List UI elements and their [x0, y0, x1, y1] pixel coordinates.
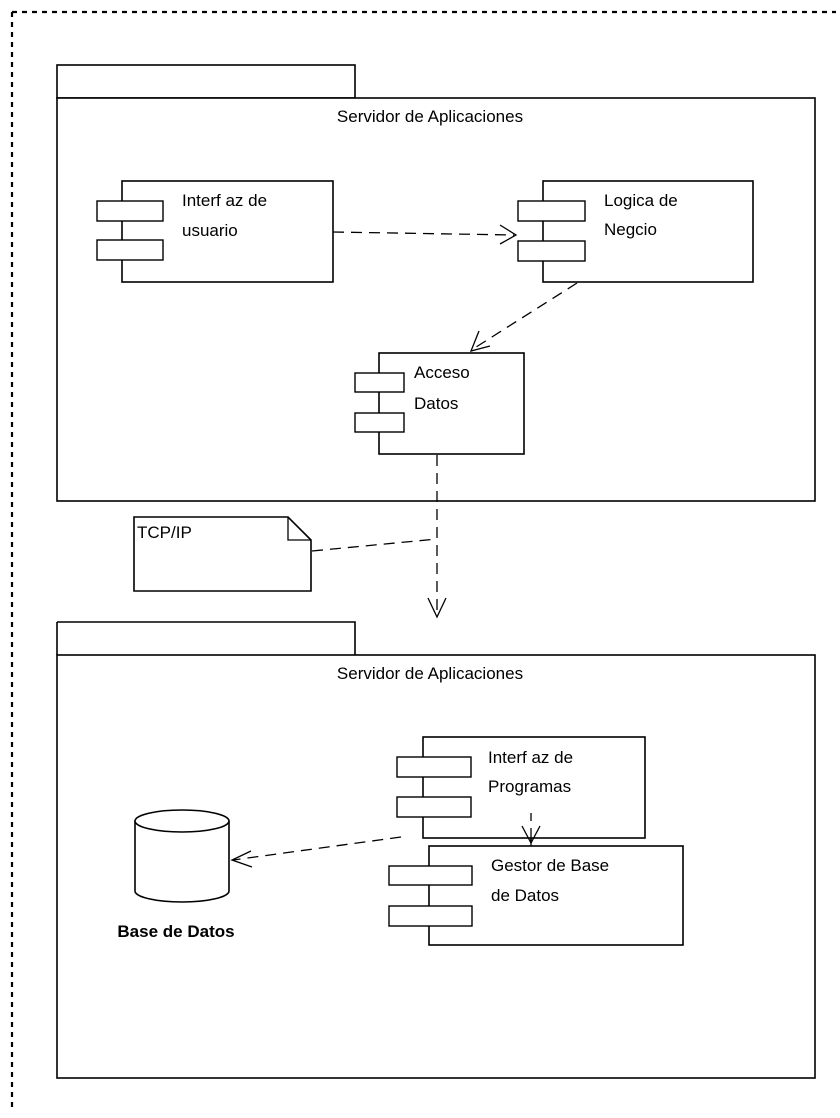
- database-icon: Base de Datos: [117, 809, 235, 941]
- component-programs-label-1: Interf az de: [488, 748, 573, 767]
- component-dbm-label-2: de Datos: [491, 886, 559, 905]
- component-logic-label-1: Logica de: [604, 191, 678, 210]
- dependency-ui-to-logic: [332, 224, 518, 245]
- component-user-interface: Interf az de usuario: [96, 180, 334, 283]
- note-tcpip: TCP/IP: [133, 516, 438, 592]
- component-ui-label-1: Interf az de: [182, 191, 267, 210]
- package-top-tab: [56, 64, 356, 99]
- component-access-label-2: Datos: [414, 394, 458, 413]
- component-programs-label-2: Programas: [488, 777, 571, 796]
- component-program-interface: Interf az de Programas: [396, 736, 646, 839]
- note-tcpip-label: TCP/IP: [137, 523, 192, 542]
- dependency-access-to-bottom: [427, 455, 447, 619]
- database-label: Base de Datos: [117, 922, 234, 941]
- component-access-label-1: Acceso: [414, 363, 470, 382]
- component-dbm-label-1: Gestor de Base: [491, 856, 609, 875]
- component-business-logic: Logica de Negcio: [517, 180, 754, 283]
- component-db-manager: Gestor de Base de Datos: [388, 845, 684, 946]
- component-data-access: Acceso Datos: [354, 352, 525, 455]
- package-bottom-title: Servidor de Aplicaciones: [337, 664, 523, 683]
- dependency-manager-to-database: [230, 836, 402, 868]
- component-ui-label-2: usuario: [182, 221, 238, 240]
- outer-frame: [10, 10, 836, 1111]
- dependency-logic-to-access: [469, 282, 578, 352]
- component-logic-label-2: Negcio: [604, 220, 657, 239]
- package-top-title: Servidor de Aplicaciones: [337, 107, 523, 126]
